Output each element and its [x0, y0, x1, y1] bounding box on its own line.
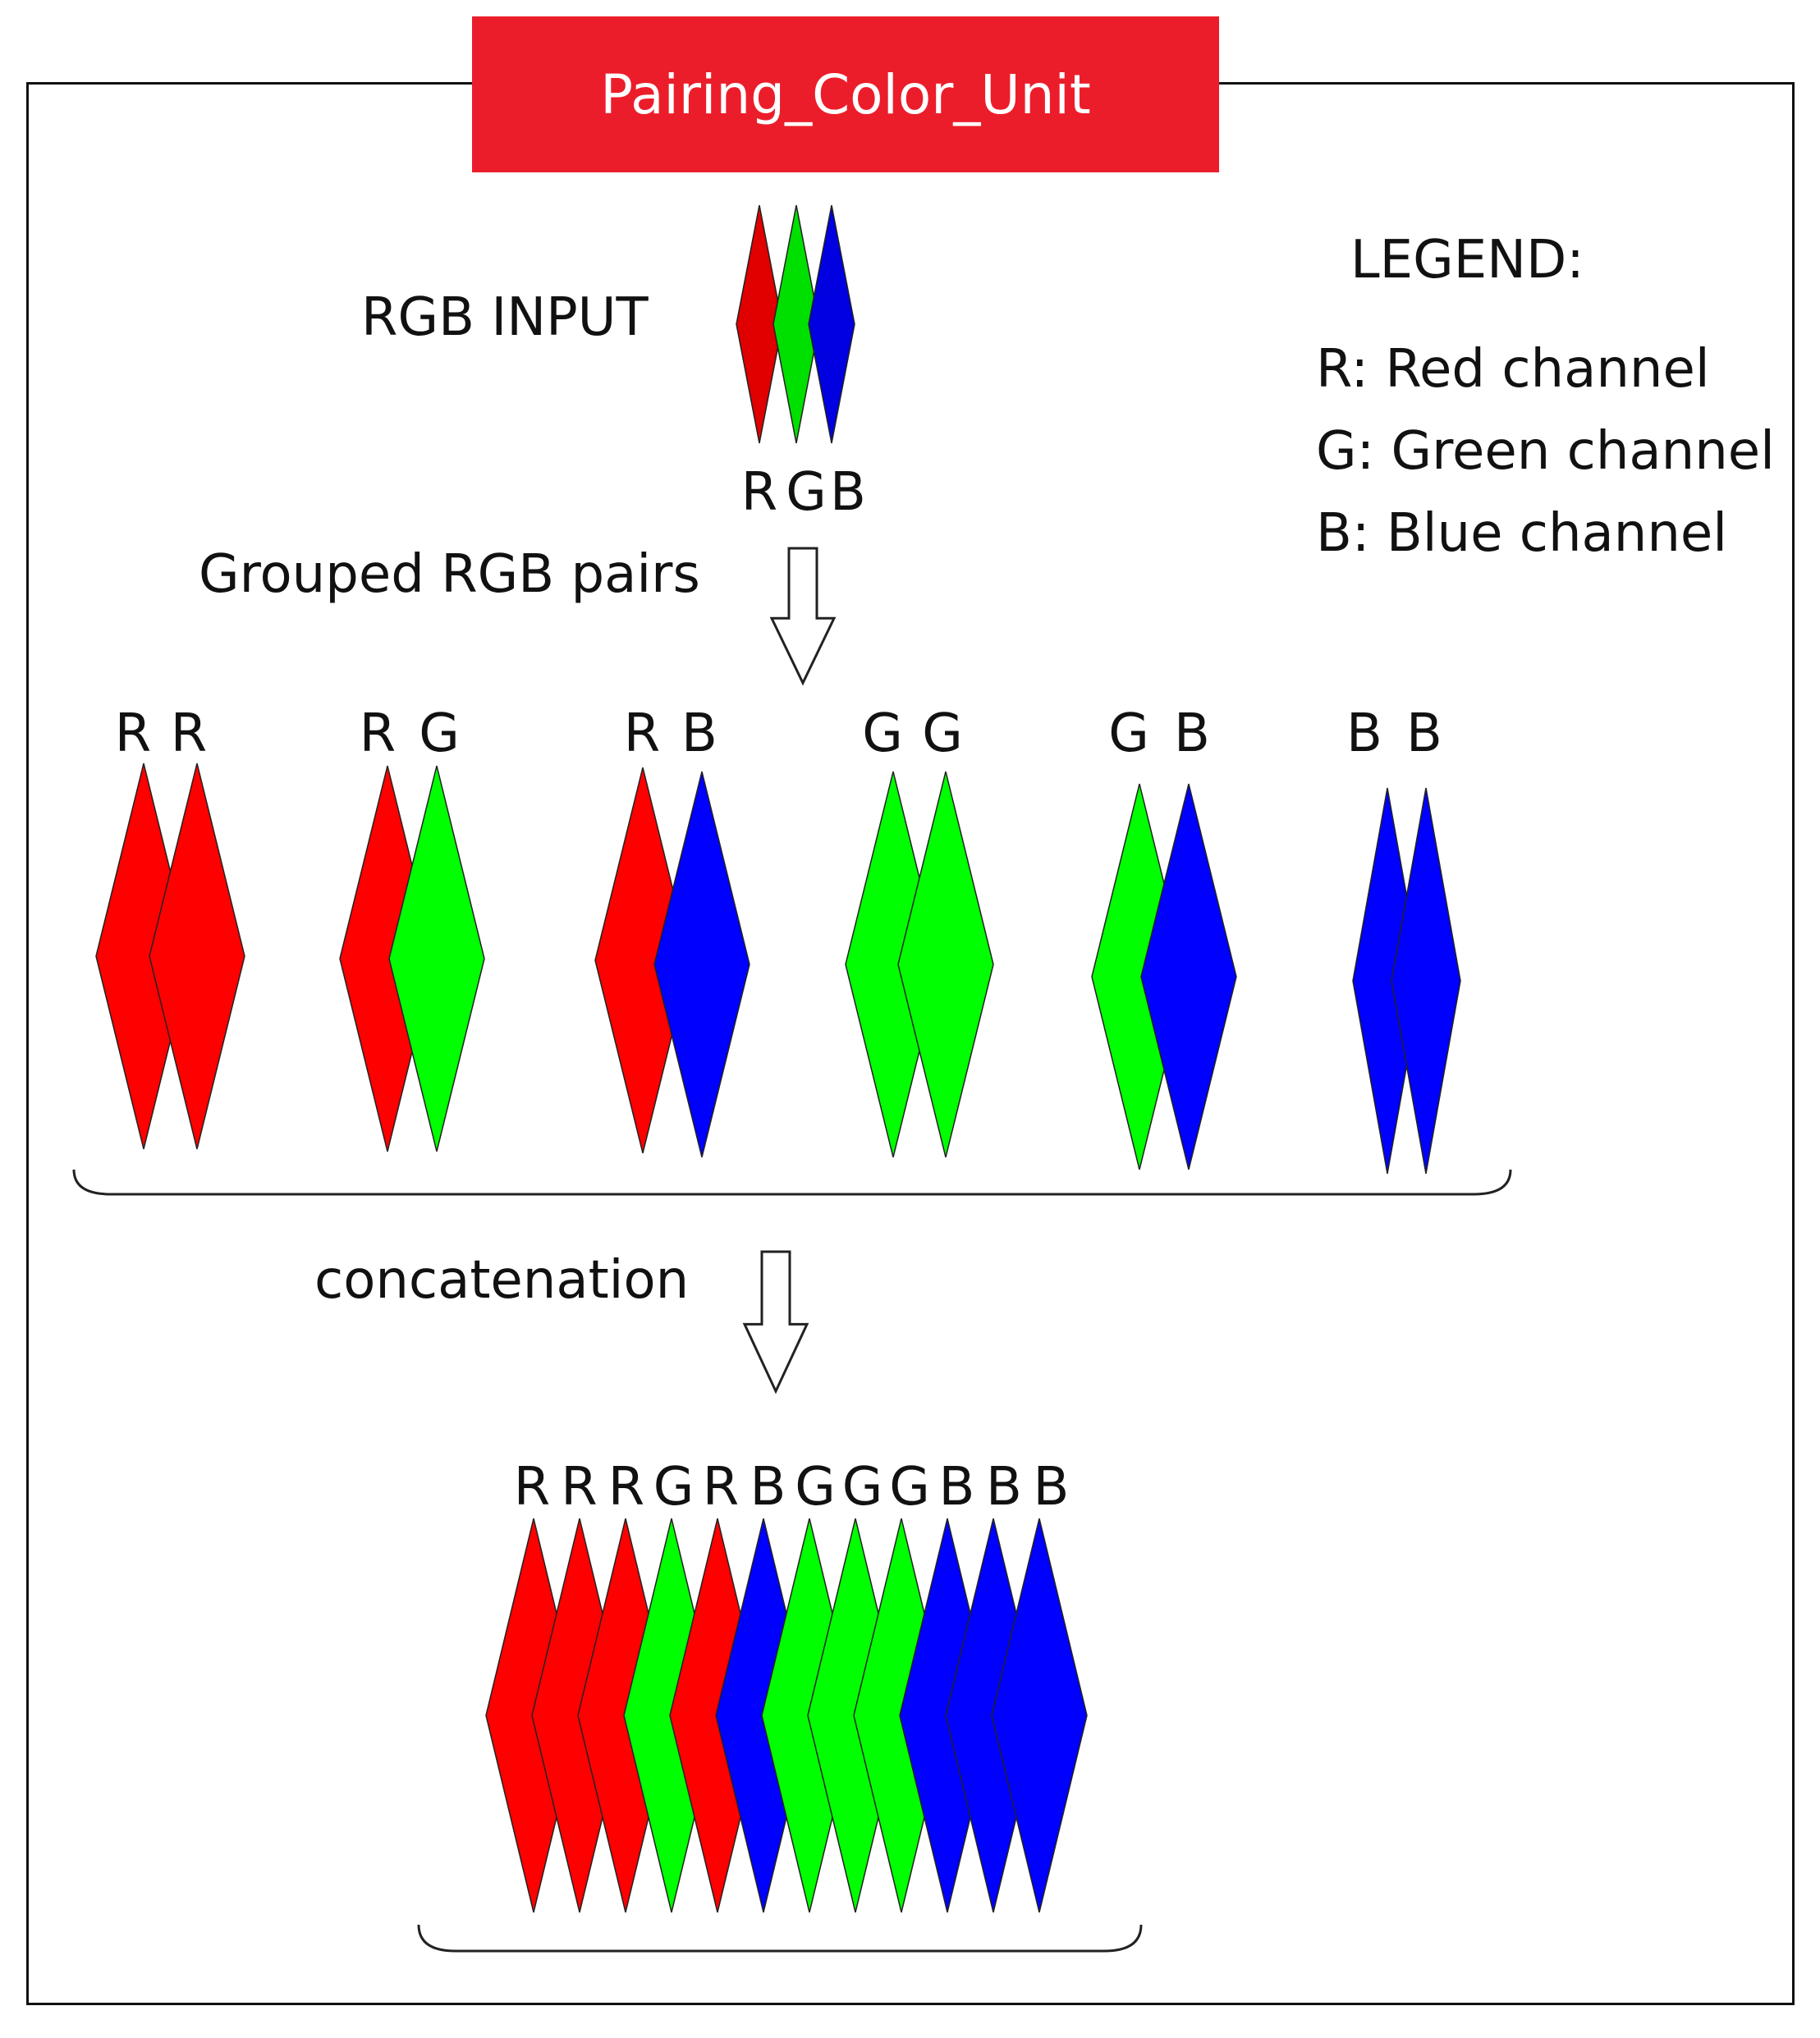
unit-title-box: Pairing_Color_Unit — [472, 16, 1219, 172]
concat-diamond-12 — [991, 1518, 1088, 1913]
pair-6-letter-2: B — [1406, 703, 1442, 764]
legend-item-green: G: Green channel — [1316, 421, 1775, 482]
pair-4-diamond-2 — [897, 771, 994, 1158]
pair-2-letter-1: R — [359, 703, 397, 764]
legend-item-red: R: Red channel — [1316, 339, 1710, 400]
legend-item-blue: B: Blue channel — [1316, 503, 1728, 564]
rgb-input-label: RGB INPUT — [361, 287, 649, 348]
concat-letter-12: B — [1033, 1457, 1070, 1518]
pair-6-diamond-2 — [1391, 787, 1461, 1175]
concat-letter-11: B — [986, 1457, 1022, 1518]
concat-letter-8: G — [841, 1457, 883, 1518]
concat-letter-7: G — [795, 1457, 836, 1518]
pair-2-diamond-2 — [388, 765, 485, 1152]
grouping-step-label: Grouped RGB pairs — [199, 544, 700, 605]
pair-4-letter-1: G — [862, 703, 903, 764]
braces-layer — [72, 1169, 1512, 1953]
pair-1-letter-2: R — [170, 703, 208, 764]
pair-4-letter-2: G — [922, 703, 963, 764]
input-letter-r: R — [740, 462, 778, 523]
input-diamond-r — [736, 204, 783, 444]
input-letter-b: B — [830, 462, 866, 523]
concat-letter-6: B — [750, 1457, 786, 1518]
concat-letter-3: R — [607, 1457, 645, 1518]
concat-letter-1: R — [513, 1457, 551, 1518]
pair-3-diamond-2 — [653, 771, 750, 1158]
input-letter-g: G — [786, 462, 827, 523]
pair-2-letter-2: G — [419, 703, 460, 764]
concatenated-diamonds — [485, 1518, 1088, 1913]
pair-3-letter-1: R — [623, 703, 661, 764]
pair-5-letter-1: G — [1108, 703, 1149, 764]
pair-6-letter-1: B — [1346, 703, 1382, 764]
bottom-brace-icon-concat — [417, 1924, 1143, 1953]
concat-letter-5: R — [702, 1457, 740, 1518]
concat-letter-10: B — [938, 1457, 975, 1518]
pair-5-diamond-2 — [1140, 783, 1237, 1170]
concat-letter-4: G — [653, 1457, 695, 1518]
unit-title: Pairing_Color_Unit — [600, 62, 1091, 126]
down-arrow-icon-concat — [742, 1250, 809, 1395]
rgb-input-diamonds — [736, 204, 855, 444]
pair-5-letter-2: B — [1174, 703, 1210, 764]
rgb-pairs-layer — [95, 763, 1461, 1175]
concat-step-label: concatenation — [314, 1250, 690, 1311]
down-arrow-icon-grouping — [769, 547, 837, 686]
arrows-layer — [742, 547, 837, 1395]
legend-heading: LEGEND: — [1350, 230, 1584, 291]
input-diamond-g — [772, 204, 820, 444]
pair-1-diamond-2 — [149, 763, 245, 1150]
pair-1-letter-1: R — [114, 703, 152, 764]
pair-3-letter-2: B — [681, 703, 717, 764]
input-diamond-b — [808, 204, 855, 444]
concat-letter-9: G — [889, 1457, 930, 1518]
bottom-brace-icon-pairs — [72, 1169, 1512, 1196]
concat-letter-2: R — [561, 1457, 598, 1518]
